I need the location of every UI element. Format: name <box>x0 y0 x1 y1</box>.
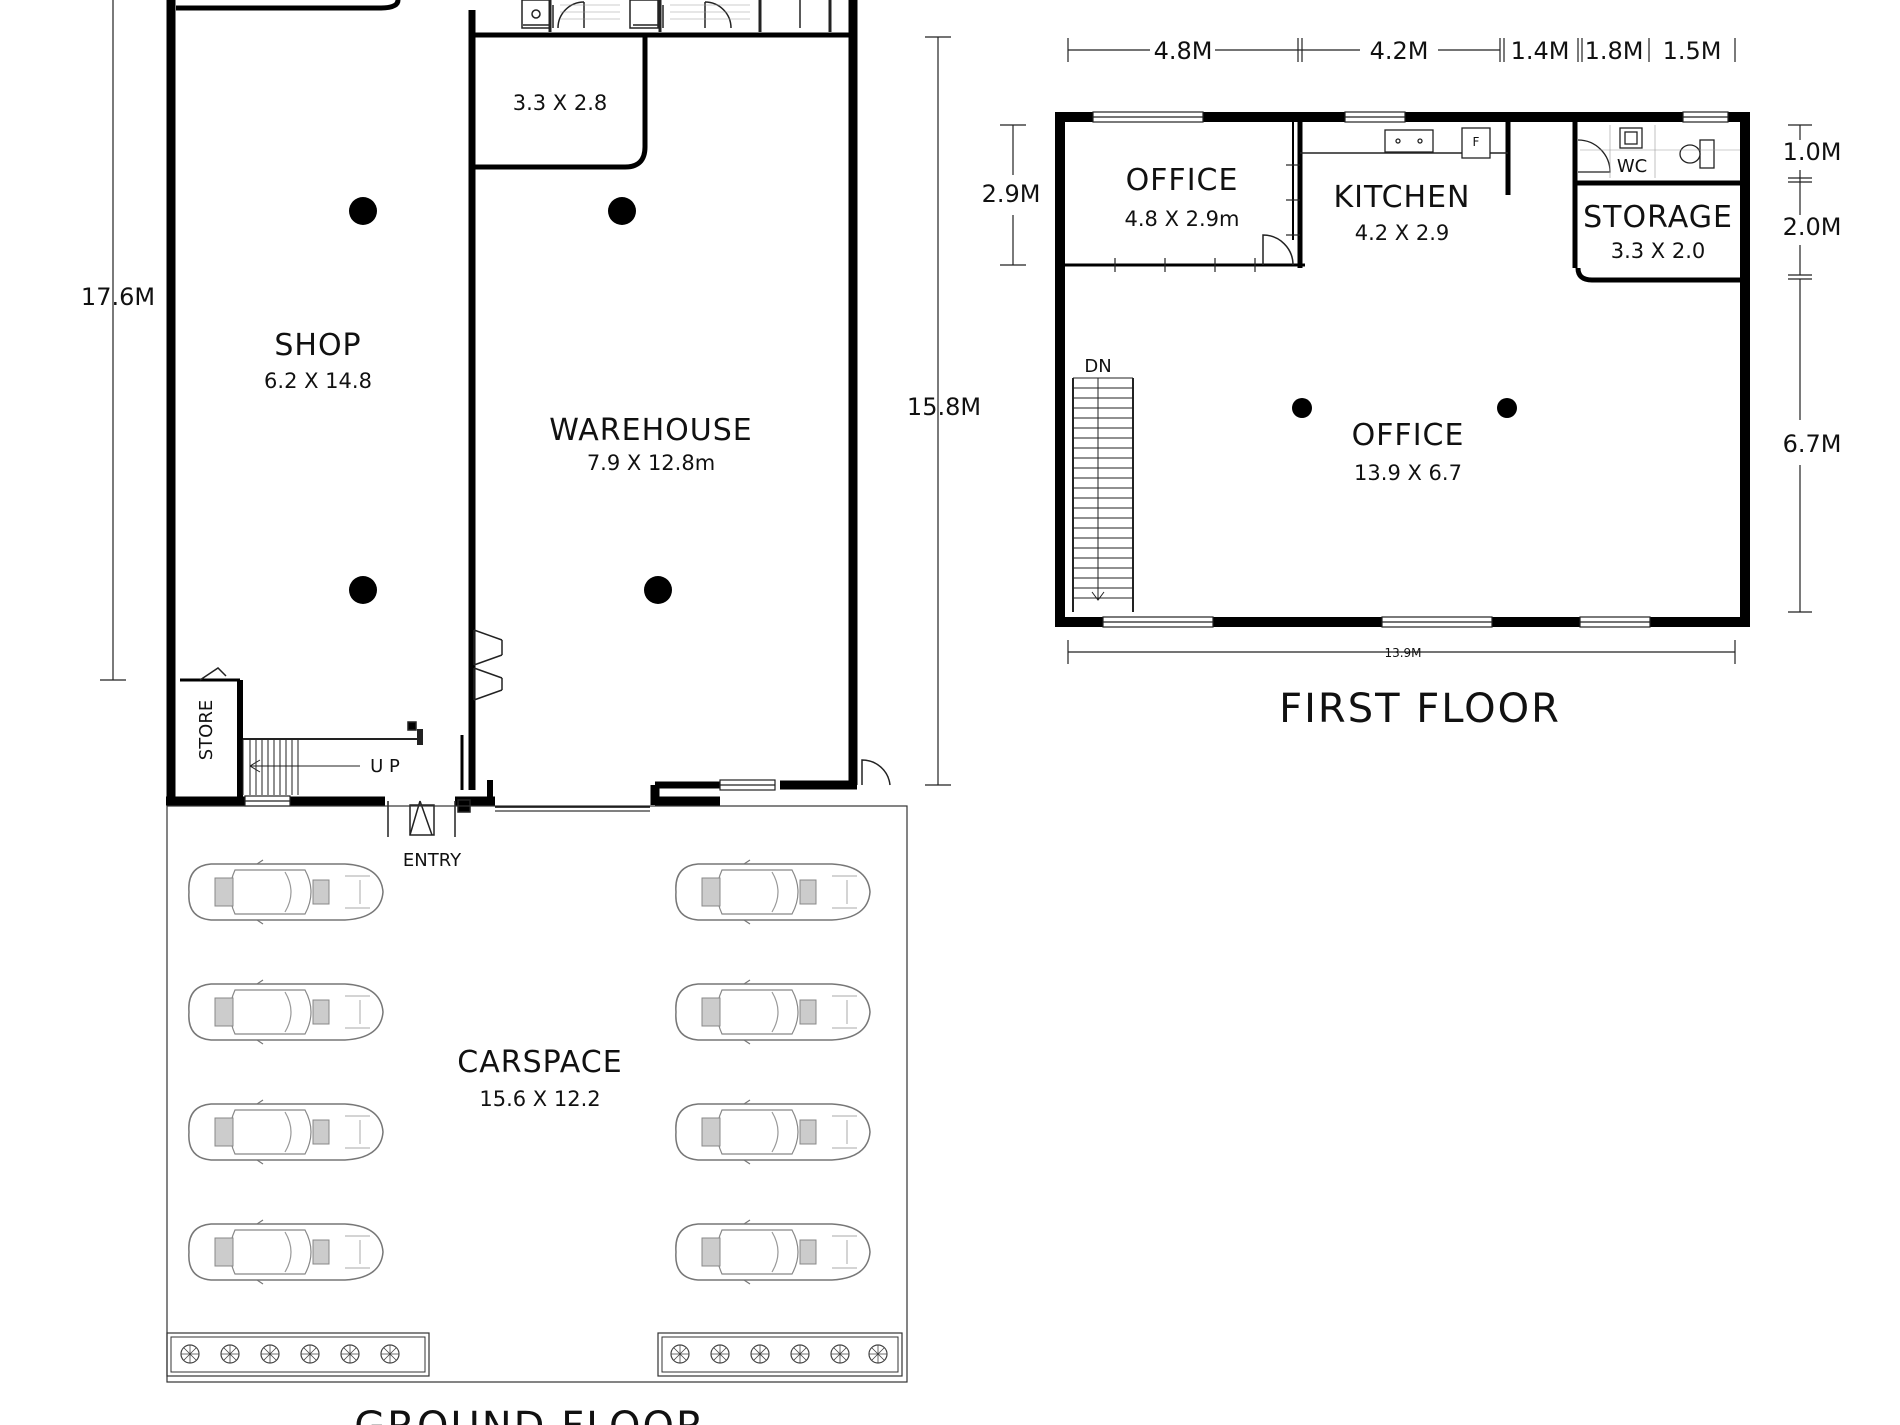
fridge-label: F <box>1473 135 1480 149</box>
ground-tile-pattern <box>560 4 750 20</box>
parked-car <box>188 1219 384 1285</box>
wc-fittings <box>1577 125 1740 178</box>
storage-name: STORAGE <box>1583 200 1733 235</box>
ground-floor-title: GROUND FLOOR <box>354 1404 706 1425</box>
dim-line-first-bottom <box>1067 640 1736 664</box>
first-floor-columns <box>1292 398 1517 418</box>
dim-right-1: 1.0M <box>1783 138 1842 166</box>
office-partition-glass <box>1114 164 1300 272</box>
dim-label-right: 15.8M <box>907 393 981 421</box>
first-floor-interior-walls <box>1065 122 1740 283</box>
first-floor-stairs <box>1072 377 1134 612</box>
carspace-name: CARSPACE <box>457 1045 622 1080</box>
office-main-name: OFFICE <box>1352 418 1465 453</box>
shop-name: SHOP <box>274 328 361 363</box>
ground-walls <box>166 0 858 806</box>
dim-right-3: 6.7M <box>1783 430 1842 458</box>
plant-icon <box>220 1344 240 1364</box>
plant-icon <box>750 1344 770 1364</box>
carspace-size: 15.6 X 12.2 <box>479 1087 600 1111</box>
dim-chain-top <box>1067 38 1736 62</box>
kitchen-fittings <box>1300 127 1508 159</box>
column <box>349 197 377 225</box>
plant-icon <box>710 1344 730 1364</box>
first-floor-title: FIRST FLOOR <box>1279 686 1561 732</box>
dim-top-2: 4.2M <box>1370 37 1429 65</box>
plant-icon <box>380 1344 400 1364</box>
dim-chain-right <box>1788 124 1812 613</box>
parked-car <box>188 859 384 925</box>
ground-windows <box>244 779 776 807</box>
plant-icon <box>300 1344 320 1364</box>
plant-icon <box>340 1344 360 1364</box>
column <box>1497 398 1517 418</box>
warehouse-size: 7.9 X 12.8m <box>587 451 715 475</box>
parked-car <box>188 979 384 1045</box>
dim-line-left <box>100 0 126 681</box>
stairs-up-label: U P <box>370 756 400 777</box>
warehouse-name: WAREHOUSE <box>549 413 752 448</box>
dim-top-3: 1.4M <box>1511 37 1570 65</box>
kitchen-size: 4.2 X 2.9 <box>1355 221 1450 245</box>
column <box>349 576 377 604</box>
office-door <box>1262 234 1294 266</box>
store-name: STORE <box>196 700 217 760</box>
plant-icon <box>790 1344 810 1364</box>
entry-label: ENTRY <box>403 850 462 871</box>
ground-wc-fixtures <box>521 0 832 32</box>
wc-label: WC <box>1617 156 1647 177</box>
dim-top-1: 4.8M <box>1154 37 1213 65</box>
plant-icon <box>868 1344 888 1364</box>
office-main-size: 13.9 X 6.7 <box>1354 461 1462 485</box>
ground-stairs <box>242 729 423 795</box>
planter-left <box>166 1332 430 1377</box>
kitchen-name: KITCHEN <box>1334 180 1471 215</box>
shop-size: 6.2 X 14.8 <box>264 369 372 393</box>
car-row-left <box>188 859 384 1285</box>
parked-car <box>675 979 871 1045</box>
plant-icon <box>830 1344 850 1364</box>
ground-columns <box>349 197 672 604</box>
dim-top-5: 1.5M <box>1663 37 1722 65</box>
small-room-size: 3.3 X 2.8 <box>513 91 608 115</box>
plant-icon <box>670 1344 690 1364</box>
dim-first-left: 2.9M <box>982 180 1041 208</box>
parked-car <box>675 859 871 925</box>
plant-icon <box>180 1344 200 1364</box>
dim-top-4: 1.8M <box>1585 37 1644 65</box>
dim-line-right <box>925 36 951 786</box>
dim-label-left: 17.6M <box>81 283 155 311</box>
parked-car <box>188 1099 384 1165</box>
car-row-right <box>675 859 871 1285</box>
office-small-size: 4.8 X 2.9m <box>1125 207 1240 231</box>
first-floor: 4.8M 4.2M 1.4M 1.8M 1.5M 2.9M 1.0M <box>982 37 1842 732</box>
carspace-area <box>166 805 908 1383</box>
dim-first-bottom: 13.9M <box>1384 646 1421 660</box>
storage-size: 3.3 X 2.0 <box>1611 239 1706 263</box>
column <box>608 197 636 225</box>
office-small-name: OFFICE <box>1126 163 1239 198</box>
column <box>644 576 672 604</box>
planter-right <box>657 1332 903 1377</box>
plant-icon <box>260 1344 280 1364</box>
first-floor-windows <box>1092 111 1729 628</box>
parked-car <box>675 1219 871 1285</box>
ground-floor: 17.6M 15.8M <box>81 0 981 1425</box>
dim-line-first-left <box>1000 124 1026 266</box>
ground-doors <box>199 629 891 837</box>
parked-car <box>675 1099 871 1165</box>
dim-right-2: 2.0M <box>1783 213 1842 241</box>
stairs-down-label: DN <box>1084 356 1111 377</box>
column <box>1292 398 1312 418</box>
